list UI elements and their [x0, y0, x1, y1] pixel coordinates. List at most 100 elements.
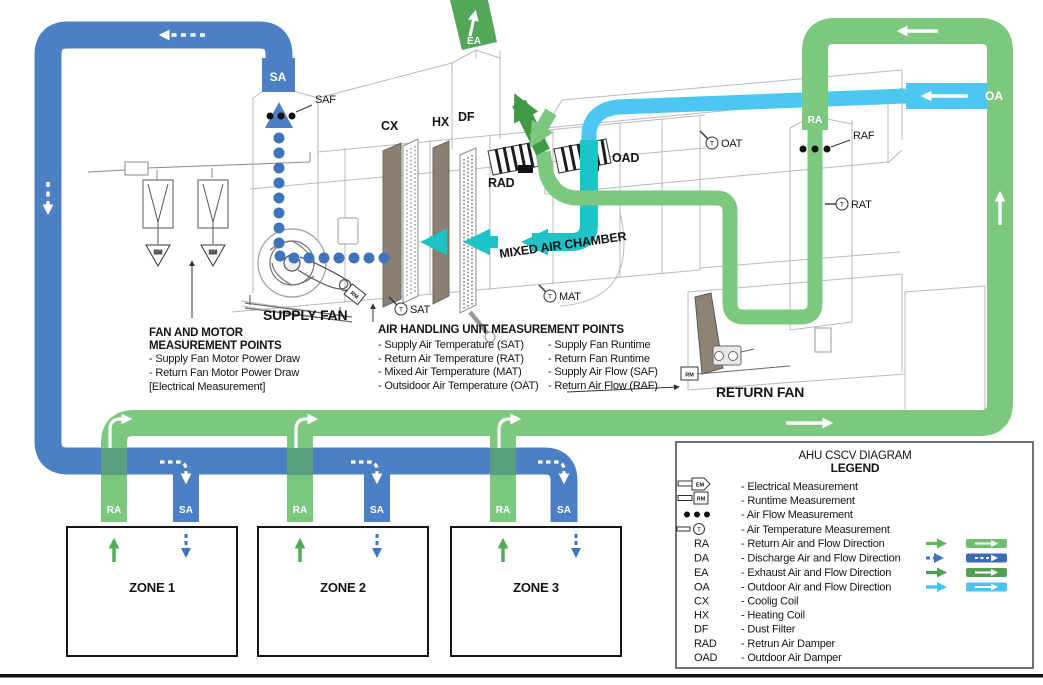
- raf-label: RAF: [853, 130, 875, 142]
- fan-motor-measurement-points: FAN AND MOTOR MEASUREMENT POINTS - Suppl…: [149, 327, 300, 393]
- rm-icon-label: RM: [349, 290, 360, 300]
- zone3-box: [450, 526, 622, 657]
- em-icon-label: EM: [154, 250, 163, 256]
- zone2-ra-corner-arrow: [294, 413, 319, 448]
- ahu-points-col1-item: - Supply Air Temperature (SAT): [378, 339, 524, 351]
- bottom-divider: [0, 674, 1043, 678]
- oa-band-label: OA: [985, 89, 1003, 103]
- fan-motor-note: [Electrical Measurement]: [149, 381, 265, 393]
- t-icon-label: T: [710, 141, 714, 148]
- legend-item-desc: - Retrun Air Damper: [741, 638, 836, 650]
- fan-motor-item: - Return Fan Motor Power Draw: [149, 367, 299, 379]
- legend-item-desc: - Heating Coil: [741, 610, 805, 622]
- mat-label: MAT: [559, 291, 581, 303]
- saf-label: SAF: [315, 94, 336, 106]
- temp-sensor-oat: T OAT: [699, 130, 743, 150]
- zone2-label: ZONE 2: [320, 580, 366, 595]
- legend: AHU CSCV DIAGRAM LEGEND EM - Electrical …: [675, 441, 1034, 669]
- oad-label: OAD: [612, 151, 639, 165]
- rm-icon-label: RM: [685, 373, 694, 379]
- legend-item-desc: - Exhaust Air and Flow Direction: [741, 567, 891, 579]
- zone1-box: [66, 526, 238, 657]
- legend-item-desc: - Dust Filter: [741, 624, 796, 636]
- rat-label: RAT: [851, 199, 872, 211]
- legend-item-desc: - Air Flow Measurement: [741, 509, 853, 521]
- legend-title: AHU CSCV DIAGRAM: [798, 450, 911, 462]
- legend-item-desc: - Electrical Measurement: [741, 481, 858, 493]
- legend-item-abbr: DF: [694, 624, 709, 636]
- legend-item-desc: - Return Air and Flow Direction: [741, 538, 885, 550]
- df-label: DF: [458, 110, 475, 124]
- zone3-sa-corner-arrow: [538, 460, 570, 485]
- svg-text:T: T: [697, 527, 701, 534]
- legend-em-icon: EM: [677, 477, 711, 491]
- supply-fan-runtime-sensor: RM: [343, 283, 367, 306]
- sa-band-label: SA: [270, 70, 287, 84]
- airflow-measurement-raf: RAF: [799, 130, 875, 153]
- ahu-points-col2-item: - Return Air Flow (RAF): [548, 380, 658, 392]
- legend-item-desc: - Outdoor Air Damper: [741, 652, 842, 664]
- zone1-sa-corner-arrow: [160, 460, 192, 485]
- zone1-ra-corner-arrow: [108, 413, 133, 448]
- legend-temperature-icon: T: [676, 523, 705, 535]
- legend-item-abbr: OAD: [694, 652, 717, 664]
- ahu-points-col1-item: - Mixed Air Temperature (MAT): [378, 366, 522, 378]
- return-fan-runtime-sensor: RM: [680, 366, 699, 381]
- legend-item-abbr: HX: [694, 610, 710, 622]
- zone3-ra-corner-arrow: [497, 413, 522, 448]
- sa-outlet-box: [262, 58, 295, 92]
- zone3-label: ZONE 3: [513, 580, 559, 595]
- leader-lines: [189, 260, 680, 393]
- ra-band-label: RA: [808, 115, 822, 126]
- flow-direction-overlays: [42, 9, 1006, 485]
- return-air-loop: [101, 18, 1013, 522]
- fan-motor-heading-1: FAN AND MOTOR: [149, 327, 244, 339]
- legend-airflow-icon: [684, 511, 710, 518]
- zone2-sa-corner-arrow: [351, 460, 383, 485]
- fan-motor-heading-2: MEASUREMENT POINTS: [149, 340, 282, 352]
- legend-item-desc: - Runtime Measurement: [741, 495, 855, 507]
- t-icon-label: T: [840, 202, 844, 209]
- legend-item-desc: - Discharge Air and Flow Direction: [741, 553, 901, 565]
- ahu-points-col2-item: - Return Fan Runtime: [548, 353, 650, 365]
- discharge-air-dotted-path: [273, 132, 390, 264]
- legend-item-abbr: RAD: [694, 638, 717, 650]
- mixed-air-path: [420, 140, 598, 256]
- legend-item-abbr: RA: [694, 538, 710, 550]
- zone2-ra-label: RA: [293, 505, 307, 516]
- em-icon-label: EM: [209, 250, 218, 256]
- ahu-points-col1-item: - Return Air Temperature (RAT): [378, 353, 524, 365]
- ahu-measurement-points: AIR HANDLING UNIT MEASUREMENT POINTS - S…: [378, 324, 658, 392]
- svg-text:EM: EM: [696, 483, 705, 489]
- return-fan-label: RETURN FAN: [716, 384, 804, 400]
- hx-label: HX: [432, 115, 450, 129]
- oat-label: OAT: [721, 138, 743, 150]
- legend-item-abbr: OA: [694, 582, 710, 594]
- duct-wireframe: [87, 49, 986, 428]
- electrical-measurement-devices: EM EM: [142, 179, 229, 268]
- legend-item-abbr: EA: [694, 567, 709, 579]
- rad-label: RAD: [488, 176, 515, 190]
- zone3-ra-label: RA: [496, 505, 510, 516]
- temp-sensor-sat: T SAT: [388, 296, 431, 316]
- cx-label: CX: [381, 119, 399, 133]
- temp-sensor-mat: T MAT: [538, 284, 581, 303]
- ahu-points-col2-item: - Supply Air Flow (SAF): [548, 366, 658, 378]
- fan-motor-item: - Supply Fan Motor Power Draw: [149, 353, 300, 365]
- legend-subtitle: LEGEND: [831, 461, 880, 475]
- zone2-sa-label: SA: [370, 505, 384, 516]
- cooling-coil-cx: [382, 138, 419, 308]
- sat-label: SAT: [410, 304, 430, 316]
- temp-sensor-rat: T RAT: [825, 197, 872, 211]
- svg-text:RM: RM: [697, 497, 706, 503]
- zone3-sa-label: SA: [557, 505, 571, 516]
- zone1-ra-label: RA: [107, 505, 121, 516]
- t-icon-label: T: [399, 307, 403, 314]
- supply-fan-label: SUPPLY FAN: [263, 307, 347, 323]
- ea-arrow: [467, 9, 479, 37]
- t-icon-label: T: [548, 294, 552, 301]
- legend-item-desc: - Outdoor Air and Flow Direction: [741, 582, 891, 594]
- ea-band-label: EA: [467, 36, 481, 47]
